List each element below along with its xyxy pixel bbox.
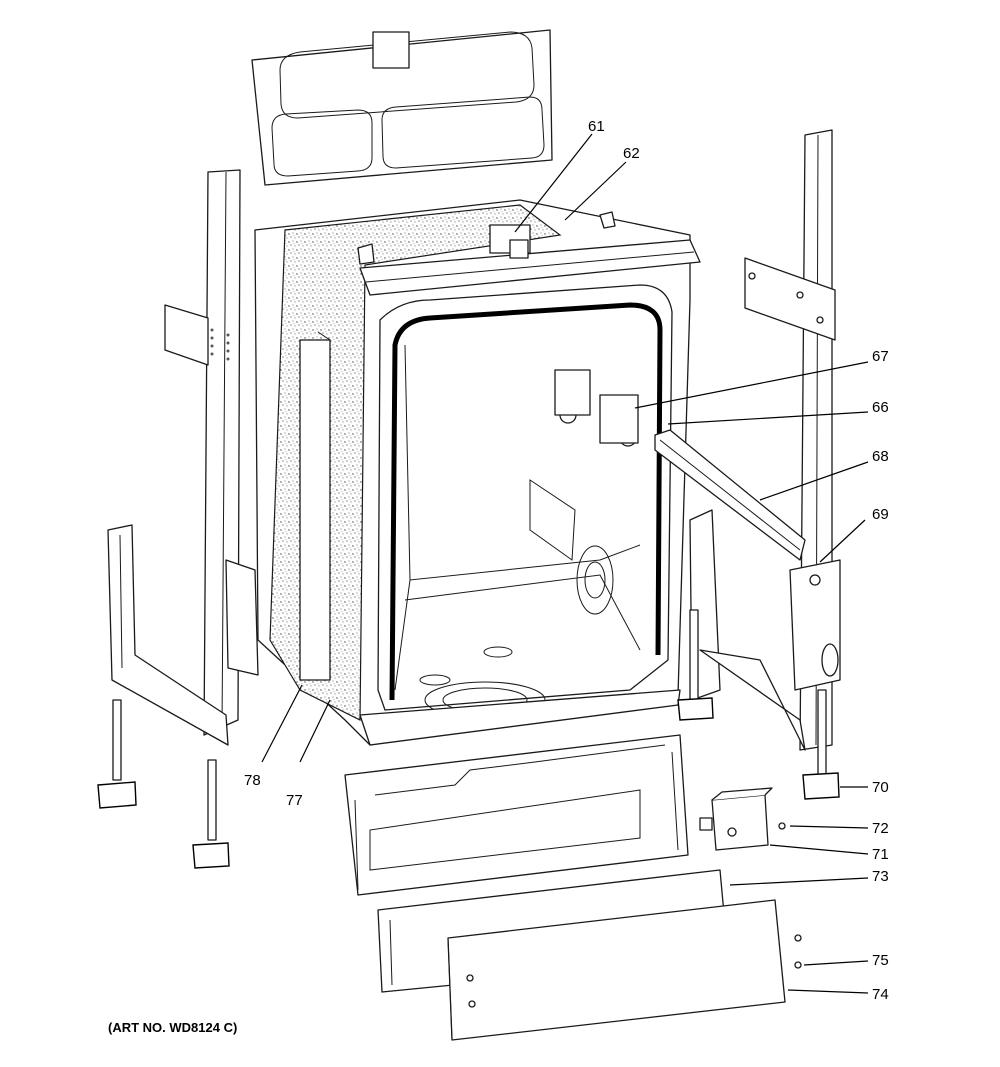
- callout-62: 62: [623, 145, 640, 162]
- callout-77: 77: [286, 792, 303, 809]
- callout-66: 66: [872, 399, 889, 416]
- art-number-caption: (ART NO. WD8124 C): [108, 1020, 238, 1035]
- leader-lines: [261, 133, 869, 994]
- callout-74: 74: [872, 986, 889, 1003]
- left-base-bracket: [107, 524, 259, 746]
- door-rail-slide: [654, 429, 806, 561]
- kick-plate: [447, 899, 802, 1041]
- junction-box: [699, 787, 786, 851]
- callout-73: 73: [872, 868, 889, 885]
- leveling-leg-left-front: [192, 759, 230, 869]
- leveling-leg-right-front: [802, 689, 840, 800]
- callout-67: 67: [872, 348, 889, 365]
- callout-72: 72: [872, 820, 889, 837]
- leveling-leg-left-rear: [97, 699, 137, 809]
- leveling-leg-right-rear: [677, 609, 714, 721]
- rack-rollers: [554, 369, 639, 447]
- callout-78: 78: [244, 772, 261, 789]
- callout-75: 75: [872, 952, 889, 969]
- top-panel: [251, 29, 553, 186]
- right-base-bracket: [689, 509, 841, 751]
- callout-61: 61: [588, 118, 605, 135]
- tub-body: [254, 199, 691, 746]
- callout-68: 68: [872, 448, 889, 465]
- top-rail: [357, 211, 701, 296]
- callout-70: 70: [872, 779, 889, 796]
- front-base-panel: [344, 734, 689, 896]
- callout-71: 71: [872, 846, 889, 863]
- callout-69: 69: [872, 506, 889, 523]
- callout-labels: 61 62 66 67 68 69 70 71 72 73 74 75 77 7…: [244, 118, 889, 1003]
